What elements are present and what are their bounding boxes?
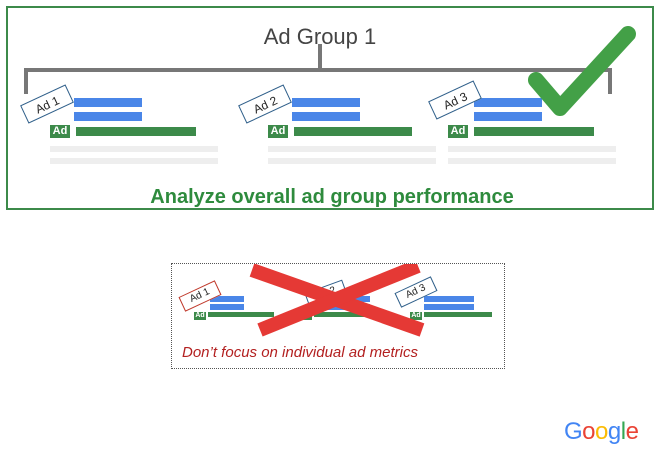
ad-group-panel: Ad Group 1 Ad 1 Ad Ad 2 Ad Ad 3 Ad	[6, 6, 654, 210]
google-logo-letter: o	[582, 418, 596, 445]
ad-badge: Ad	[268, 125, 288, 138]
ad-badge: Ad	[194, 312, 206, 320]
cross-icon	[249, 264, 425, 337]
ad-group-bracket	[24, 44, 612, 94]
google-logo-letter: G	[564, 418, 583, 445]
google-logo-letter: e	[625, 418, 639, 445]
google-logo: Google	[562, 408, 654, 450]
ad-group-caption: Analyze overall ad group performance	[150, 186, 514, 208]
ad-badge: Ad	[448, 125, 468, 138]
google-logo-letter: l	[620, 418, 626, 445]
google-logo-letter: g	[607, 418, 621, 445]
check-mark-icon	[528, 26, 636, 116]
google-logo-text: Google	[564, 418, 639, 446]
ad-badge: Ad	[410, 312, 422, 320]
individual-ads-caption: Don’t focus on individual ad metrics	[182, 344, 418, 361]
google-logo-letter: o	[595, 418, 608, 445]
individual-ads-panel: Ad 1 Ad Ad 2 Ad Ad 3 Ad Don’t focus on i…	[171, 263, 505, 369]
ad-badge: Ad	[50, 125, 70, 138]
